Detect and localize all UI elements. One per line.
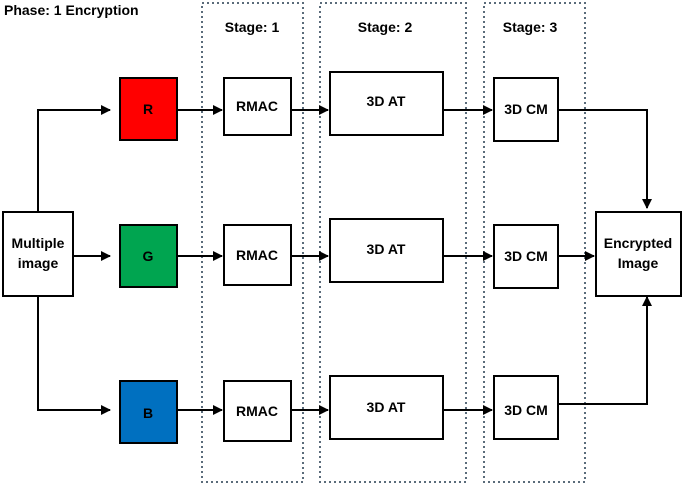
multiple-image-line2: image (18, 255, 59, 271)
multiple-image-rect (2, 211, 74, 297)
rmac-box-row3 (223, 380, 292, 442)
rmac-label-row3: RMAC (236, 403, 278, 419)
channel-r: R (119, 77, 178, 141)
channel-r-box (119, 77, 178, 141)
channel-g-box (119, 224, 178, 288)
at-label-row1: 3D AT (367, 93, 406, 109)
at-box-row1 (329, 71, 444, 136)
at-box-row2 (329, 218, 444, 283)
row-2: RMAC 3D AT 3D CM (223, 218, 559, 289)
encrypted-image-box: Encrypted Image (595, 211, 682, 297)
rmac-label-row2: RMAC (236, 247, 278, 263)
stage-1-label: Stage: 1 (225, 19, 280, 35)
cm-label-row2: 3D CM (504, 248, 548, 264)
row-1: RMAC 3D AT 3D CM (223, 71, 559, 142)
input-connectors (37, 105, 111, 415)
stage-1-border (201, 2, 304, 483)
stage-2-label: Stage: 2 (358, 19, 413, 35)
row-3: RMAC 3D AT 3D CM (223, 375, 559, 442)
stage-2-container: Stage: 2 (319, 2, 467, 483)
channel-r-label: R (143, 101, 153, 117)
cm-box-row2 (493, 224, 559, 289)
stage-3-container: Stage: 3 (483, 2, 586, 483)
rmac-label-row1: RMAC (236, 98, 278, 114)
cm-box-row1 (493, 77, 559, 142)
row-arrows (177, 105, 652, 415)
cm-box-row3 (493, 375, 559, 440)
phase-title: Phase: 1 Encryption (4, 2, 139, 18)
arrow-input-to-r (37, 105, 111, 212)
at-label-row3: 3D AT (367, 399, 406, 415)
channel-b-label: B (143, 405, 153, 421)
channel-g-label: G (143, 248, 154, 264)
channel-g: G (119, 224, 178, 288)
at-box-row3 (329, 375, 444, 440)
channel-b-box (119, 380, 178, 444)
stage-3-border (483, 2, 586, 483)
arrow-input-to-b (37, 296, 111, 415)
arrow-cm-row1-to-output (558, 109, 652, 209)
arrow-cm-row3-to-output (558, 296, 652, 405)
cm-label-row1: 3D CM (504, 101, 548, 117)
channel-b: B (119, 380, 178, 444)
multiple-image-box: Multiple image (2, 211, 74, 297)
at-label-row2: 3D AT (367, 241, 406, 257)
encrypted-image-rect (595, 211, 682, 297)
stage-3-label: Stage: 3 (503, 19, 558, 35)
stage-1-container: Stage: 1 (201, 2, 304, 483)
stage-2-border (319, 2, 467, 483)
encrypted-image-line2: Image (618, 255, 659, 271)
encrypted-image-line1: Encrypted (604, 235, 672, 251)
cm-label-row3: 3D CM (504, 402, 548, 418)
rmac-box-row1 (223, 77, 292, 136)
multiple-image-line1: Multiple (12, 235, 65, 251)
rmac-box-row2 (223, 224, 292, 286)
